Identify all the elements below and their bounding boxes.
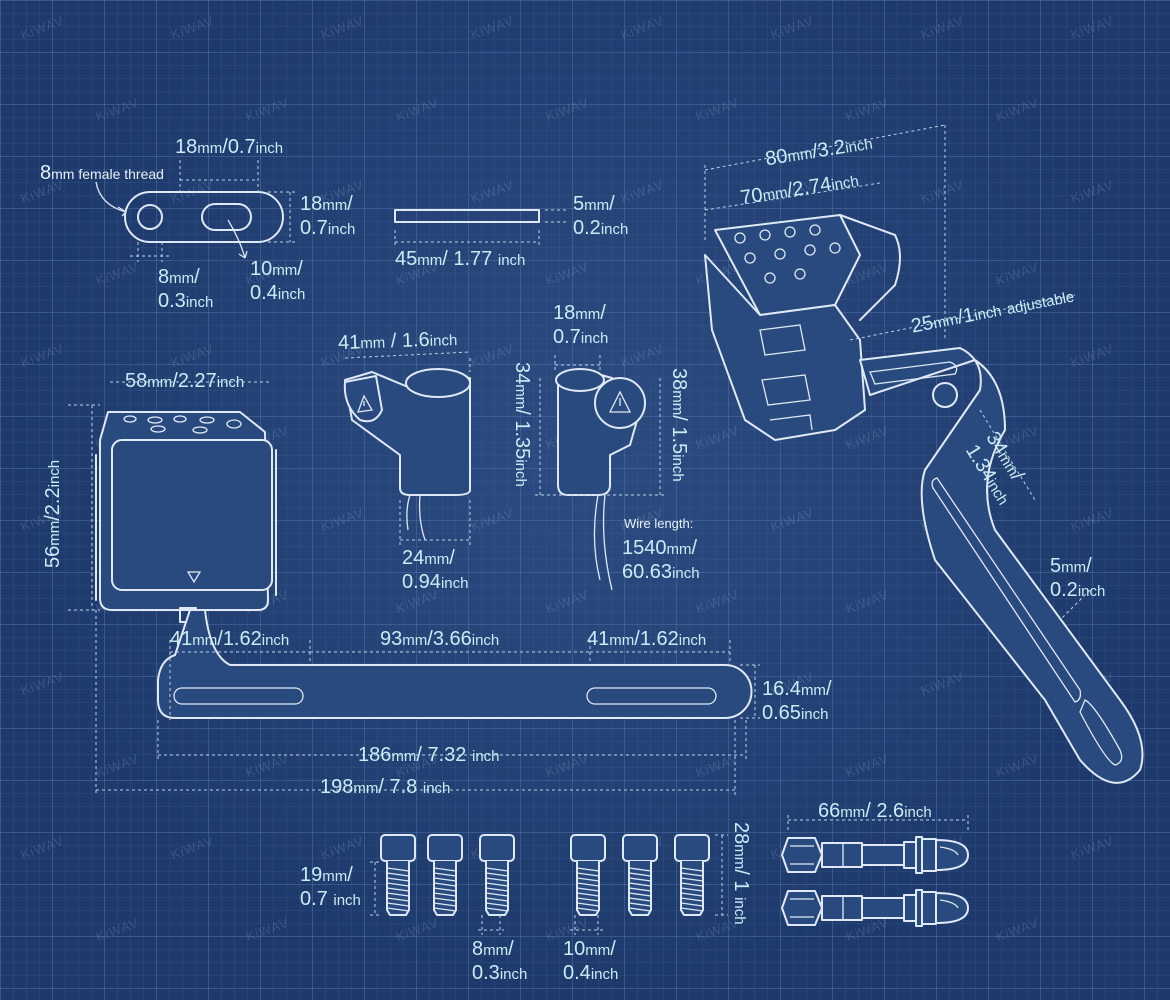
dim-plate-thickness: 5mm/0.2inch: [573, 193, 629, 239]
wire-length-value: 1540mm/60.63inch: [622, 537, 700, 583]
connector-b: [535, 355, 665, 591]
light-pod: [68, 381, 277, 623]
dim-connector-width: 41mm / 1.6inch: [337, 328, 458, 355]
long-bar: [95, 609, 760, 795]
thread-note: 8mm female thread: [40, 162, 164, 184]
bolt-dimensions: [370, 834, 728, 935]
dim-screw-length: 66mm/ 2.6inch: [818, 800, 932, 822]
bolt: [622, 834, 658, 916]
dim-light-width: 58mm/2.27inch: [125, 370, 245, 392]
dim-arm-thickness: 5mm/0.2inch: [1050, 555, 1106, 601]
bolt: [380, 834, 416, 916]
dim-bolt2-diameter: 10mm/0.4inch: [563, 938, 619, 984]
dim-total-length: 198mm/ 7.8 inch: [320, 776, 451, 798]
screw-with-nut: [781, 889, 969, 927]
dim-bolt2-length: 28mm/ 1 inch: [730, 822, 752, 925]
connector-a: [343, 351, 471, 545]
dim-bar-slot-left: 41mm/1.62inch: [170, 628, 290, 650]
dim-connector-stem: 24mm/0.94inch: [402, 547, 469, 593]
bolt-set: [380, 834, 710, 916]
dim-connector2-h1: 34mm/ 1.35inch: [511, 362, 533, 487]
screw-with-nut: [781, 836, 969, 874]
bolt: [570, 834, 606, 916]
dim-top-height: 18mm/0.7inch: [300, 193, 356, 239]
mount-assembly: [704, 124, 1144, 784]
dim-light-height: 56mm/2.2inch: [42, 459, 64, 568]
dim-connector2-h2: 38mm/ 1.5inch: [668, 368, 690, 482]
wire-length-title: Wire length:: [624, 516, 694, 531]
dim-hole: 8mm/0.3inch: [158, 266, 214, 312]
dim-bolt-length: 19mm/0.7 inch: [300, 864, 361, 910]
dim-top-width: 18mm/0.7inch: [175, 136, 284, 158]
screw-set: [781, 836, 969, 927]
dim-connector2-width: 18mm/0.7inch: [553, 302, 609, 348]
dim-bar-middle: 93mm/3.66inch: [380, 628, 500, 650]
bolt: [479, 834, 515, 916]
slotted-plate: [95, 160, 296, 262]
bolt: [427, 834, 463, 916]
dim-slot: 10mm/0.4inch: [250, 258, 306, 304]
thin-plate: [394, 209, 568, 248]
dim-plate-length: 45mm/ 1.77 inch: [395, 248, 526, 270]
bolt: [674, 834, 710, 916]
dim-bar-length: 186mm/ 7.32 inch: [358, 744, 500, 766]
dim-bar-height: 16.4mm/0.65inch: [762, 678, 832, 724]
screw-dimensions: [787, 815, 969, 830]
dim-bar-slot-right: 41mm/1.62inch: [587, 628, 707, 650]
dim-bolt-diameter: 8mm/0.3inch: [472, 938, 528, 984]
